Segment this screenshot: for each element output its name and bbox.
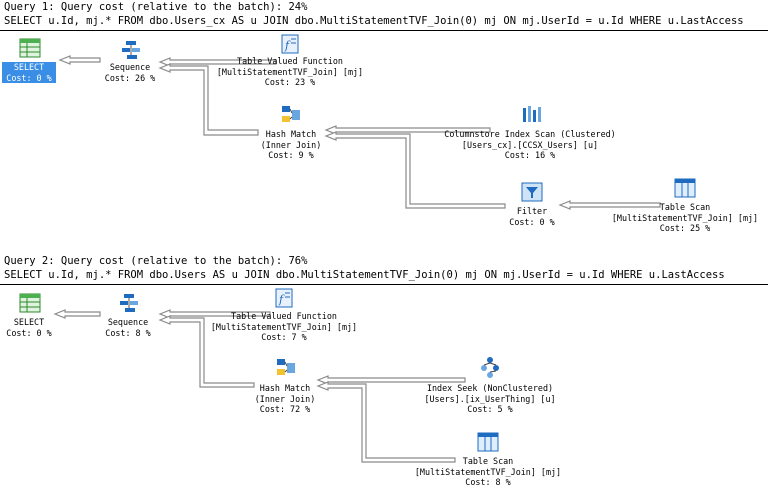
q1-hash-cost: Cost: 9 % — [268, 150, 314, 160]
query1-separator — [0, 30, 768, 31]
q1-table-scan-op[interactable]: Table Scan [MultiStatementTVF_Join] [mj]… — [605, 202, 765, 234]
q2-sequence-name: Sequence — [107, 317, 149, 327]
q2-tvf-op[interactable]: Table Valued Function [MultiStatementTVF… — [194, 311, 374, 343]
q1-tscan-name: Table Scan — [659, 202, 711, 212]
q2-tvf-name: Table Valued Function — [231, 311, 337, 321]
q1-hash-name: Hash Match — [265, 129, 317, 139]
svg-text:f: f — [284, 39, 291, 52]
q2-select-name: SELECT — [13, 317, 45, 327]
q2-hash-name: Hash Match — [259, 383, 311, 393]
q2-hash-sub: (Inner Join) — [254, 393, 316, 404]
select-icon[interactable] — [19, 293, 41, 317]
q1-colscan-object: [Users_cx].[CCSX_Users] [u] — [461, 139, 599, 150]
hash-match-icon[interactable] — [281, 104, 301, 130]
q2-select-op[interactable]: SELECT Cost: 0 % — [2, 317, 56, 338]
q1-tvf-object: [MultiStatementTVF_Join] [mj] — [216, 66, 364, 77]
query2-separator — [0, 284, 768, 285]
q1-sequence-name: Sequence — [109, 62, 151, 72]
query2-header: Query 2: Query cost (relative to the bat… — [4, 255, 308, 267]
q2-tscan-object: [MultiStatementTVF_Join] [mj] — [414, 466, 562, 477]
q1-select-cost: Cost: 0 % — [6, 72, 52, 83]
table-valued-function-icon[interactable]: f — [274, 288, 294, 312]
q2-tvf-cost: Cost: 7 % — [261, 332, 307, 342]
table-scan-icon[interactable] — [477, 432, 499, 456]
q2-hash-match-op[interactable]: Hash Match (Inner Join) Cost: 72 % — [240, 383, 330, 415]
q1-tscan-object: [MultiStatementTVF_Join] [mj] — [611, 212, 759, 223]
q1-hash-sub: (Inner Join) — [260, 139, 322, 150]
query2-sql: SELECT u.Id, mj.* FROM dbo.Users AS u JO… — [4, 269, 725, 281]
q2-hash-cost: Cost: 72 % — [259, 404, 311, 414]
q2-index-seek-op[interactable]: Index Seek (NonClustered) [Users].[ix_Us… — [410, 383, 570, 415]
q1-sequence-cost: Cost: 26 % — [104, 72, 156, 83]
q1-filter-op[interactable]: Filter Cost: 0 % — [500, 206, 564, 227]
q2-seek-object: [Users].[ix_UserThing] [u] — [424, 393, 556, 404]
q1-hash-match-op[interactable]: Hash Match (Inner Join) Cost: 9 % — [246, 129, 336, 161]
q1-select-name: SELECT — [13, 62, 45, 72]
q2-tscan-cost: Cost: 8 % — [465, 477, 511, 487]
sequence-icon[interactable] — [120, 40, 142, 64]
q1-tvf-name: Table Valued Function — [237, 56, 343, 66]
q1-tvf-op[interactable]: Table Valued Function [MultiStatementTVF… — [200, 56, 380, 88]
q1-tscan-cost: Cost: 25 % — [659, 223, 711, 233]
svg-text:f: f — [278, 293, 285, 306]
select-icon[interactable] — [19, 38, 41, 62]
q2-tvf-object: [MultiStatementTVF_Join] [mj] — [210, 321, 358, 332]
q1-colscan-cost: Cost: 16 % — [504, 150, 556, 160]
hash-match-icon[interactable] — [276, 357, 296, 383]
q1-select-op[interactable]: SELECT Cost: 0 % — [2, 62, 56, 83]
sequence-icon[interactable] — [118, 293, 140, 317]
q2-sequence-op[interactable]: Sequence Cost: 8 % — [98, 317, 158, 338]
columnstore-index-scan-icon[interactable] — [521, 104, 543, 128]
q1-filter-name: Filter — [516, 206, 548, 216]
q1-tvf-cost: Cost: 23 % — [264, 77, 316, 87]
q2-table-scan-op[interactable]: Table Scan [MultiStatementTVF_Join] [mj]… — [408, 456, 568, 488]
q2-select-cost: Cost: 0 % — [6, 327, 52, 338]
q1-sequence-op[interactable]: Sequence Cost: 26 % — [100, 62, 160, 83]
query1-sql: SELECT u.Id, mj.* FROM dbo.Users_cx AS u… — [4, 15, 744, 27]
q2-seek-cost: Cost: 5 % — [467, 404, 513, 414]
q2-tscan-name: Table Scan — [462, 456, 514, 466]
q1-colscan-name: Columnstore Index Scan (Clustered) — [444, 129, 616, 139]
table-valued-function-icon[interactable]: f — [280, 34, 300, 58]
q2-seek-name: Index Seek (NonClustered) — [426, 383, 554, 393]
q1-columnstore-scan-op[interactable]: Columnstore Index Scan (Clustered) [User… — [430, 129, 630, 161]
index-seek-icon[interactable] — [479, 356, 501, 382]
table-scan-icon[interactable] — [674, 178, 696, 202]
q1-filter-cost: Cost: 0 % — [509, 216, 555, 227]
query1-header: Query 1: Query cost (relative to the bat… — [4, 1, 308, 13]
filter-icon[interactable] — [521, 182, 543, 206]
q2-sequence-cost: Cost: 8 % — [105, 327, 151, 338]
